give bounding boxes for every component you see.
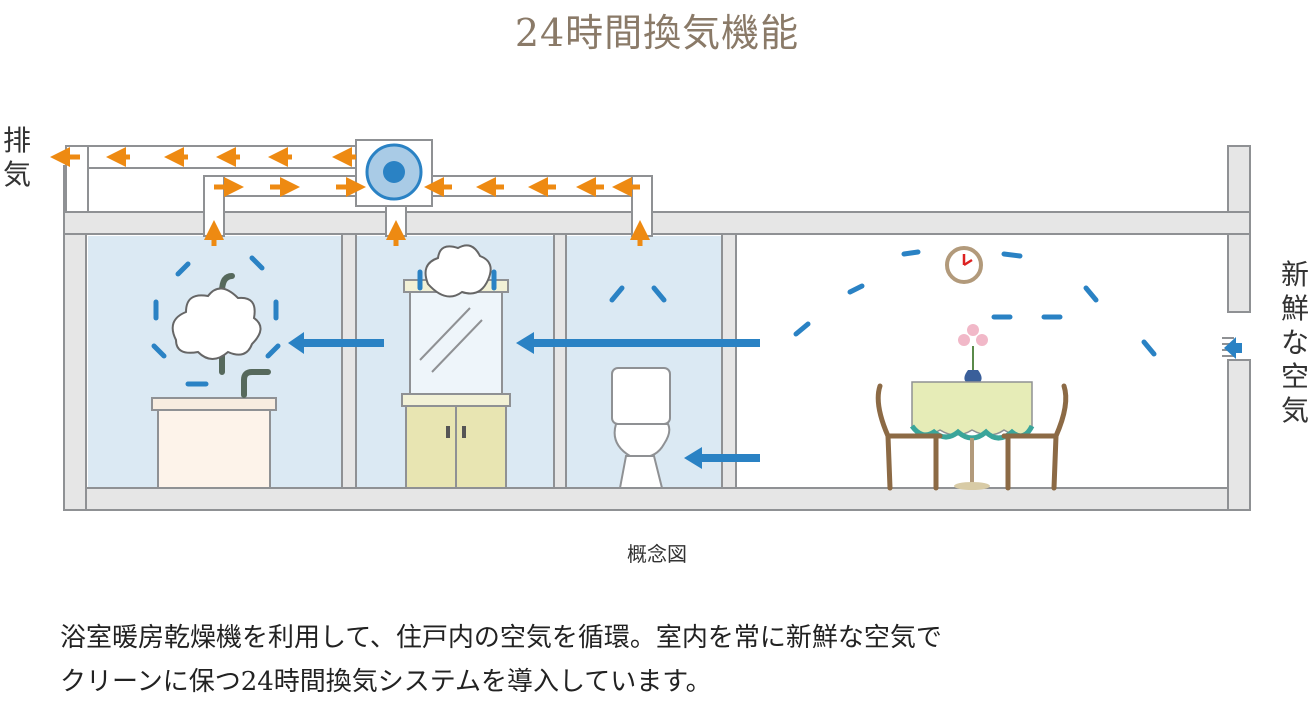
clock-icon (945, 246, 983, 284)
airflow-arrow-big (684, 447, 760, 469)
airflow-arrows (288, 332, 1242, 469)
description: 浴室暖房乾燥機を利用して、住戸内の空気を循環。室内を常に新鮮な空気で クリーンに… (60, 616, 1300, 704)
airflow-arrow-big (1224, 337, 1242, 359)
diagram-caption: 概念図 (627, 542, 687, 566)
chair-right-icon (1001, 383, 1069, 491)
vanity-icon (401, 279, 511, 489)
washroom-steam-icon (424, 244, 492, 298)
exhaust-arrows (50, 147, 650, 246)
steam-cloud-icon (171, 287, 262, 360)
toilet-icon (611, 367, 671, 489)
diagram-title: 24時間換気機能 (514, 11, 800, 55)
living-room (736, 236, 1226, 488)
bathtub-icon (151, 397, 277, 489)
chair-left-icon (875, 383, 943, 491)
exhaust-label: 排気 (2, 124, 31, 191)
flower-vase-icon (958, 324, 988, 382)
fan-unit-icon (355, 139, 433, 207)
airflow-arrow-big (288, 332, 384, 354)
airflow-arrows-small (151, 249, 1157, 387)
description-line: 浴室暖房乾燥機を利用して、住戸内の空気を循環。室内を常に新鮮な空気で (60, 623, 942, 653)
building-walls (63, 145, 1251, 511)
fresh-air-label: 新鮮な空気 (1280, 258, 1309, 427)
description-line: クリーンに保つ24時間換気システムを導入しています。 (60, 667, 712, 697)
airflow-arrow-big (516, 332, 760, 354)
